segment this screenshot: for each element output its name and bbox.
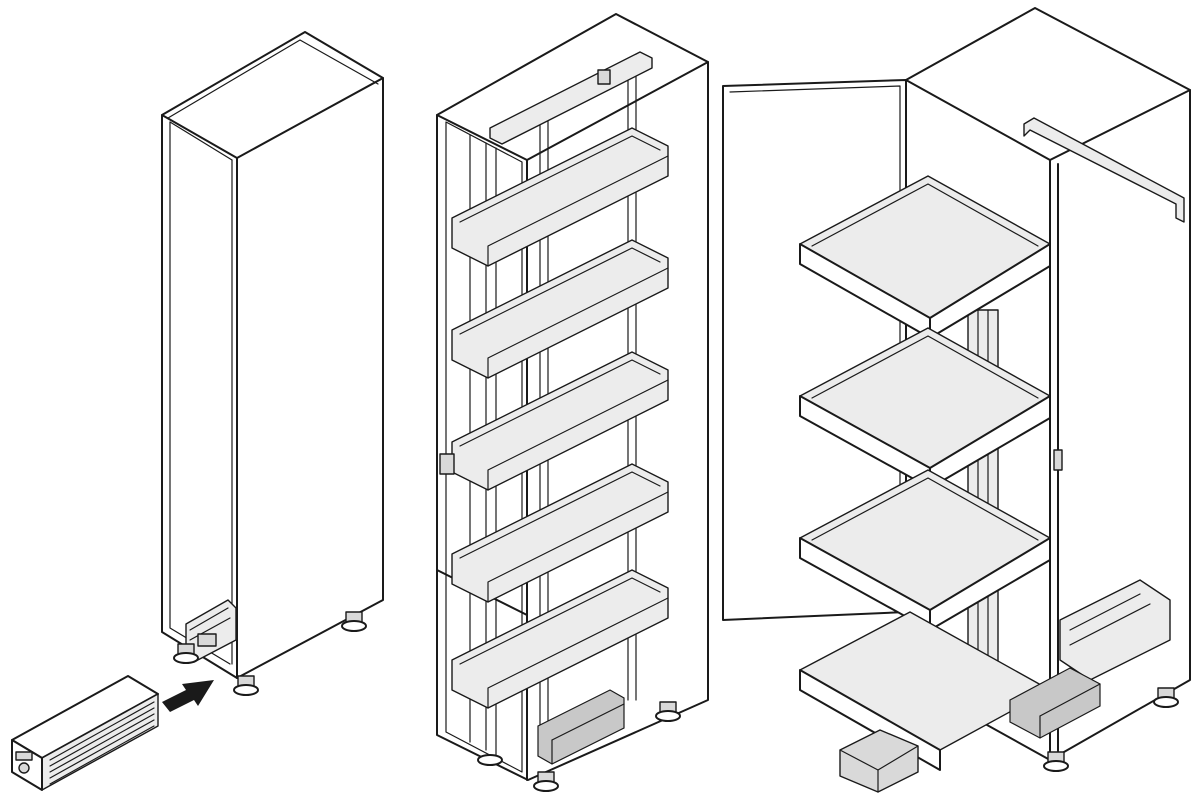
- swing-out-cabinet-panel: [722, 7, 1191, 793]
- leveling-foot-icon: [341, 611, 367, 632]
- top-rail: [489, 51, 653, 145]
- empty-cabinet-panel: [11, 31, 384, 791]
- battery-motor-icon: [11, 675, 159, 791]
- leveling-foot-icon: [533, 771, 559, 792]
- leveling-foot-icon: [1153, 687, 1179, 708]
- cabinet-feet: [1043, 687, 1179, 772]
- cabinet-feet: [477, 701, 681, 792]
- shelf: [451, 239, 669, 379]
- foot-pedal: [839, 729, 919, 793]
- leveling-foot-icon: [1043, 751, 1069, 772]
- door-handle: [439, 453, 455, 475]
- battery-motor-icon: [1009, 667, 1101, 739]
- swing-shelf: [799, 175, 1051, 339]
- leveling-foot-icon: [233, 675, 259, 696]
- motor-unit: [537, 689, 625, 765]
- leveling-foot-icon: [173, 643, 199, 664]
- door-handle: [1053, 449, 1063, 471]
- bottom-mechanism: [1059, 579, 1171, 681]
- top-bracket: [1023, 117, 1185, 223]
- shelf: [451, 463, 669, 603]
- shelf: [451, 127, 669, 267]
- cabinet-body: [161, 31, 384, 679]
- cabinet-feet: [173, 611, 367, 696]
- arrow-right-icon: [162, 680, 214, 712]
- pullout-cabinet-panel: [436, 13, 709, 792]
- leveling-foot-icon: [655, 701, 681, 722]
- shelf: [451, 569, 669, 709]
- swing-shelf: [799, 469, 1051, 631]
- leveling-foot-icon: [477, 754, 503, 766]
- swing-shelf: [799, 327, 1051, 489]
